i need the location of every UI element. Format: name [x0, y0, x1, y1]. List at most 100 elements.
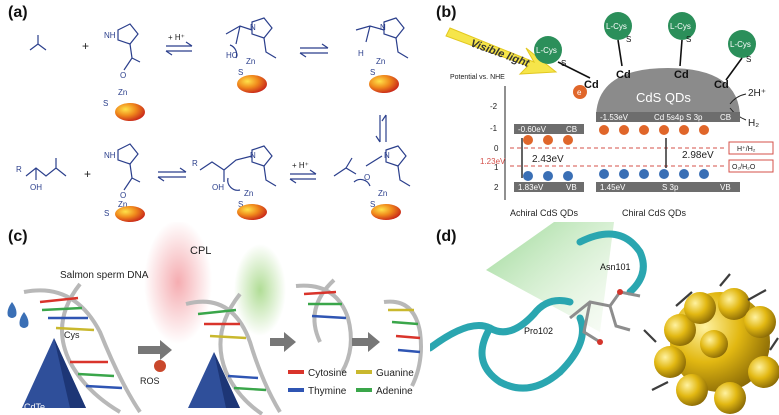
svg-text:L-Cys: L-Cys: [536, 46, 557, 55]
svg-text:H: H: [358, 49, 364, 58]
svg-text:-2: -2: [490, 102, 498, 111]
equilibrium-arrow-1: + H⁺: [165, 33, 193, 56]
svg-text:NH: NH: [104, 151, 116, 160]
cd-atoms: Cd Cd Cd Cd: [584, 69, 729, 91]
achiral-electrons: [523, 135, 573, 145]
svg-text:Asn101: Asn101: [600, 262, 631, 272]
drop-icons: [7, 302, 29, 328]
svg-text:HO: HO: [226, 51, 238, 60]
svg-text:R: R: [192, 159, 198, 168]
svg-text:Chiral CdS QDs: Chiral CdS QDs: [622, 208, 687, 218]
cds-qd-particle: [596, 68, 740, 118]
svg-text:NH: NH: [104, 31, 116, 40]
electron-icon: [573, 85, 587, 99]
svg-text:O: O: [120, 191, 126, 200]
equilibrium-arrow-4: + H⁺: [289, 161, 317, 184]
svg-text:N: N: [380, 23, 386, 32]
svg-text:-1.53eV: -1.53eV: [600, 113, 629, 122]
panel-b-label: (b): [436, 4, 457, 21]
s-atoms: S S S S: [561, 35, 751, 68]
svg-text:+ H⁺: + H⁺: [292, 161, 309, 170]
svg-text:N: N: [384, 151, 390, 160]
panel-c: (c) Salmon sperm DNA CPL: [0, 222, 430, 415]
svg-text:S: S: [561, 59, 566, 68]
svg-text:Cys: Cys: [64, 330, 80, 340]
dna-helix-4: [383, 299, 423, 387]
reaction-scheme: + NH O Zn S + H⁺: [16, 17, 411, 222]
svg-text:VB: VB: [720, 183, 731, 192]
svg-text:Cd: Cd: [674, 69, 689, 81]
svg-text:L-Cys: L-Cys: [606, 22, 627, 31]
svg-text:2: 2: [494, 183, 499, 192]
svg-text:Zn: Zn: [378, 189, 387, 198]
plus-sign: +: [82, 39, 89, 53]
process-arrow-3: [352, 332, 380, 352]
svg-text:Zn: Zn: [118, 88, 127, 97]
equilibrium-arrow-2: [299, 43, 329, 58]
achiral-bands: -0.60eV CB 1.83eV VB 2.43eV Achiral CdS …: [510, 124, 584, 218]
dna-helix-1: [23, 282, 142, 414]
svg-text:Thymine: Thymine: [308, 386, 347, 397]
svg-text:CdTe: CdTe: [24, 402, 45, 412]
svg-text:1.45eV: 1.45eV: [600, 183, 626, 192]
svg-text:N: N: [250, 151, 256, 160]
svg-text:H⁺/H₂: H⁺/H₂: [737, 146, 756, 153]
svg-text:S: S: [238, 68, 243, 77]
svg-text:2H⁺: 2H⁺: [748, 88, 766, 99]
svg-text:OH: OH: [30, 183, 42, 192]
svg-text:e: e: [577, 88, 582, 97]
svg-text:R: R: [16, 165, 22, 174]
achiral-holes: [523, 171, 573, 181]
svg-text:S: S: [370, 68, 375, 77]
dna-helix-2: [185, 292, 282, 415]
base-legend: Cytosine Guanine Thymine Adenine: [288, 368, 414, 397]
svg-text:Adenine: Adenine: [376, 386, 413, 397]
svg-text:L-Cys: L-Cys: [670, 22, 691, 31]
svg-text:Salmon sperm DNA: Salmon sperm DNA: [60, 270, 149, 281]
svg-text:Zn: Zn: [376, 57, 385, 66]
svg-text:1.83eV: 1.83eV: [518, 183, 544, 192]
svg-text:S: S: [238, 200, 243, 209]
gold-nanoparticle: [654, 288, 779, 414]
svg-text:2.98eV: 2.98eV: [682, 150, 714, 161]
iminium-intermediate: N HO Zn S: [225, 17, 277, 93]
panel-d-label: (d): [436, 228, 457, 245]
cds-particle: [115, 103, 145, 121]
svg-text:O: O: [364, 173, 370, 182]
svg-text:S 3p: S 3p: [662, 183, 679, 192]
ligand-sticks: [569, 290, 641, 344]
panel-b: (b) Visible light CdS QDs L-Cys L-Cys L-…: [430, 0, 779, 222]
enamine-intermediate: N H Zn S: [355, 17, 409, 93]
svg-text:Achiral CdS QDs: Achiral CdS QDs: [510, 208, 579, 218]
svg-text:S: S: [103, 99, 108, 108]
svg-text:Cd: Cd: [714, 79, 729, 91]
svg-text:Guanine: Guanine: [376, 368, 414, 379]
band-diagram: Visible light CdS QDs L-Cys L-Cys L-Cys …: [445, 12, 774, 218]
ros-icon: [154, 360, 166, 372]
cpl-beam-green: [234, 244, 286, 336]
svg-text:CB: CB: [566, 125, 577, 134]
svg-text:1.23eV: 1.23eV: [480, 157, 506, 166]
dna-cleavage-illustration: Salmon sperm DNA CPL: [7, 222, 423, 415]
svg-text:CB: CB: [720, 113, 731, 122]
panel-d: (d): [430, 222, 779, 415]
cdte-pyramid-1: [22, 338, 86, 408]
acetone-molecule: [29, 35, 47, 51]
ligand-bonds: [557, 39, 743, 81]
electron-row: [599, 125, 709, 135]
svg-text:Pro102: Pro102: [524, 326, 553, 336]
svg-text:CPL: CPL: [190, 245, 211, 257]
equilibrium-arrow-vertical: [375, 114, 387, 143]
proline-zn-complex-1: NH O Zn S: [103, 23, 145, 121]
proline-zn-complex-2: NH O Zn S: [104, 143, 145, 222]
axis-title: Potential vs. NHE: [450, 74, 505, 81]
process-arrow-1: [138, 340, 172, 360]
svg-text:CdS QDs: CdS QDs: [636, 90, 691, 105]
light-beam: [486, 222, 614, 332]
svg-text:O₂/H₂O: O₂/H₂O: [732, 164, 756, 171]
surface-ligands: [643, 273, 779, 391]
transition-state-complex: N O Zn S: [333, 145, 411, 220]
svg-text:ROS: ROS: [140, 376, 160, 386]
svg-text:-1: -1: [490, 124, 498, 133]
iminium-product-complex: R OH N Zn S: [192, 145, 277, 220]
